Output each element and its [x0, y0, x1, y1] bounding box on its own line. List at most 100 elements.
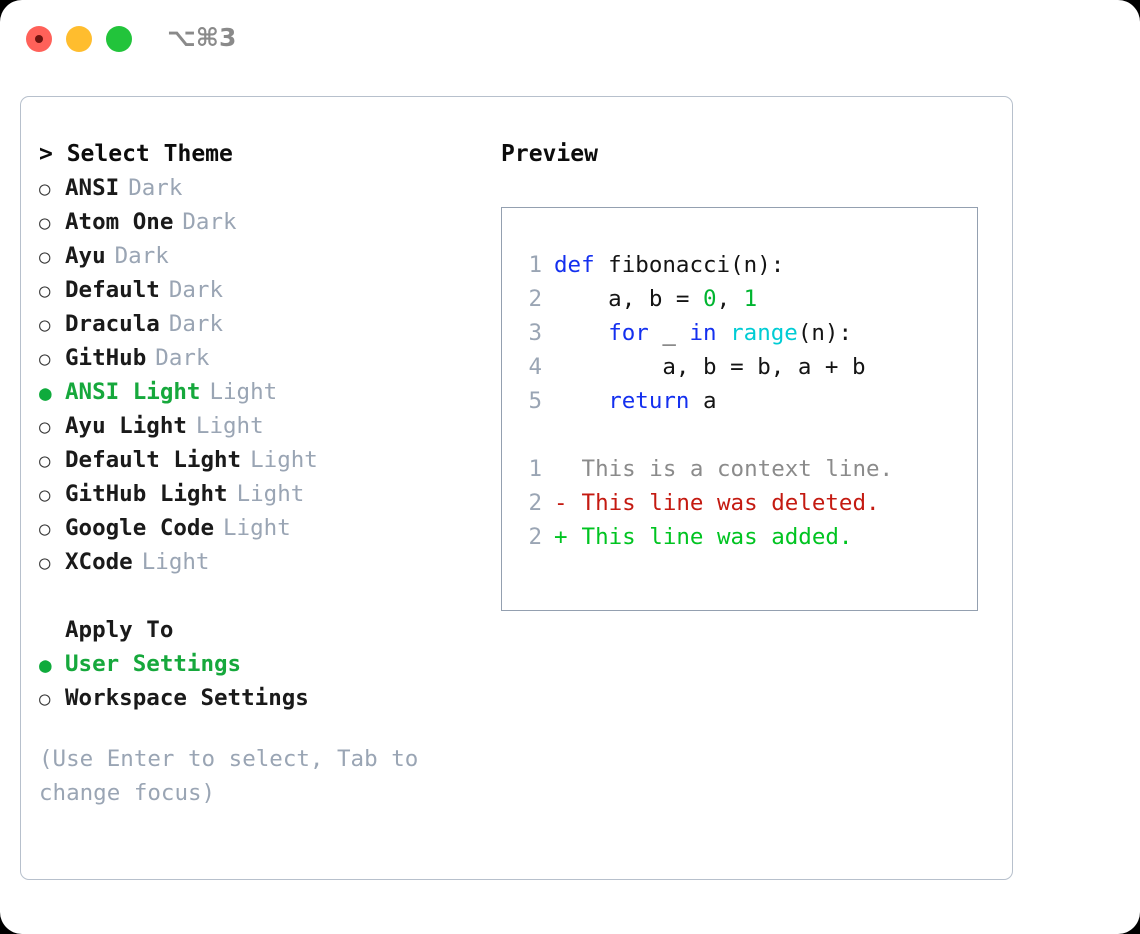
theme-category-tag: Dark — [114, 243, 169, 269]
diff-marker — [554, 452, 568, 486]
diff-marker: - — [554, 490, 568, 516]
diff-line: 1 This is a context line. — [514, 452, 971, 486]
code-token — [717, 320, 731, 346]
theme-name: Atom One — [65, 209, 174, 235]
radio-unselected-icon[interactable]: ○ — [39, 551, 51, 574]
help-text: (Use Enter to select, Tab to change focu… — [39, 746, 419, 806]
code-token: , — [716, 286, 744, 312]
theme-category-tag: Dark — [168, 311, 224, 337]
radio-unselected-icon[interactable]: ○ — [39, 415, 51, 438]
diff-text: This is a context line. — [568, 456, 894, 482]
code-token — [554, 320, 608, 346]
radio-unselected-icon[interactable]: ○ — [39, 279, 51, 302]
radio-unselected-icon[interactable]: ○ — [39, 211, 51, 234]
window-maximize-button[interactable] — [106, 26, 132, 52]
radio-unselected-icon[interactable]: ○ — [39, 313, 51, 336]
theme-list-item[interactable]: ○ Dracula Dark — [39, 307, 499, 341]
theme-list-item[interactable]: ○ Default Light Light — [39, 443, 499, 477]
code-token: return — [608, 388, 690, 414]
code-token: a — [689, 388, 717, 414]
theme-list-item[interactable]: ○ XCode Light — [39, 545, 499, 579]
theme-category-tag: Dark — [168, 277, 224, 303]
theme-name: Ayu — [65, 243, 106, 269]
radio-selected-icon[interactable]: ● — [39, 652, 52, 677]
code-token: _ — [648, 320, 690, 346]
radio-unselected-icon[interactable]: ○ — [39, 245, 51, 268]
window-minimize-button[interactable] — [66, 26, 92, 52]
theme-name: Ayu Light — [65, 413, 187, 439]
theme-name: GitHub — [65, 345, 147, 371]
apply-to-item[interactable]: ● User Settings — [39, 647, 499, 681]
code-token: (n): — [797, 320, 853, 346]
theme-name: XCode — [65, 549, 133, 575]
list-spacer — [39, 579, 499, 613]
theme-name: Default — [65, 277, 160, 303]
theme-list-item[interactable]: ○ Atom One Dark — [39, 205, 499, 239]
theme-category-tag: Light — [223, 515, 291, 541]
diff-marker: + — [554, 524, 568, 550]
theme-category-tag: Light — [250, 447, 318, 473]
title-bar: ⌥⌘3 — [0, 0, 1140, 78]
code-line-number: 5 — [528, 388, 542, 414]
code-line: 2 a, b = 0, 1 — [514, 282, 971, 316]
apply-to-label: User Settings — [65, 651, 242, 677]
theme-list-item[interactable]: ○ GitHub Dark — [39, 341, 499, 375]
theme-list-item[interactable]: ○ Ayu Dark — [39, 239, 499, 273]
theme-category-tag: Dark — [155, 345, 210, 371]
theme-category-tag: Dark — [182, 209, 237, 235]
apply-to-item[interactable]: ○ Workspace Settings — [39, 681, 499, 715]
theme-name: Google Code — [65, 515, 215, 541]
code-diff-gap — [514, 418, 971, 452]
apply-to-list: ● User Settings ○ Workspace Settings — [39, 647, 499, 715]
code-token: a, b = — [554, 286, 704, 312]
window-close-button[interactable] — [26, 26, 52, 52]
code-line: 4 a, b = b, a + b — [514, 350, 971, 384]
preview-title: Preview — [501, 141, 598, 167]
diff-line: 2- This line was deleted. — [514, 486, 971, 520]
radio-selected-icon[interactable]: ● — [39, 380, 52, 405]
apply-to-label: Workspace Settings — [65, 685, 309, 711]
diff-text: This line was deleted. — [568, 490, 880, 516]
radio-unselected-icon[interactable]: ○ — [39, 687, 51, 710]
apply-to-header: Apply To — [65, 617, 174, 643]
diff-line: 2+ This line was added. — [514, 520, 971, 554]
theme-category-tag: Light — [236, 481, 305, 507]
record-indicator-icon — [35, 35, 43, 43]
theme-name: Default Light — [65, 447, 242, 473]
code-token: 1 — [743, 286, 758, 312]
theme-name: Dracula — [65, 311, 160, 337]
page-title: > Select Theme — [39, 141, 233, 167]
radio-unselected-icon[interactable]: ○ — [39, 177, 51, 200]
code-token: def — [554, 252, 595, 278]
theme-category-tag: Dark — [128, 175, 183, 201]
radio-unselected-icon[interactable]: ○ — [39, 483, 51, 506]
code-token: in — [689, 320, 717, 346]
theme-name: GitHub Light — [65, 481, 228, 507]
theme-category-tag: Light — [141, 549, 210, 575]
theme-list-item[interactable]: ○ GitHub Light Light — [39, 477, 499, 511]
diff-line-number: 1 — [528, 456, 542, 482]
radio-unselected-icon[interactable]: ○ — [39, 449, 51, 472]
code-line-number: 1 — [528, 252, 542, 278]
theme-list-item[interactable]: ○ Google Code Light — [39, 511, 499, 545]
radio-unselected-icon[interactable]: ○ — [39, 517, 51, 540]
diff-line-number: 2 — [528, 524, 542, 550]
theme-list-item[interactable]: ○ Default Dark — [39, 273, 499, 307]
theme-name: ANSI Light — [65, 379, 201, 405]
code-token — [554, 388, 608, 414]
keyboard-shortcut-label: ⌥⌘3 — [167, 23, 237, 52]
radio-unselected-icon[interactable]: ○ — [39, 347, 51, 370]
code-line-number: 4 — [528, 354, 542, 380]
